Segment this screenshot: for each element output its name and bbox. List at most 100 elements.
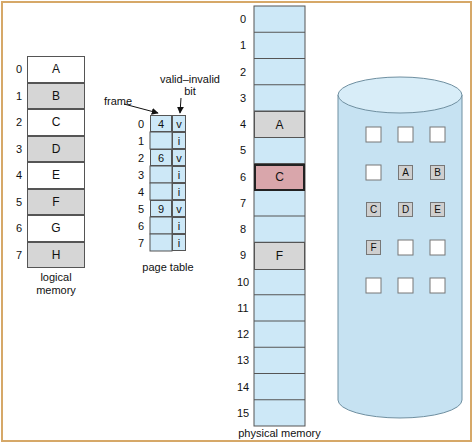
index-number: 1 — [13, 83, 25, 110]
column-label: valid–invalid bit — [154, 72, 226, 98]
outer-frame — [2, 2, 471, 441]
cell-text: i — [178, 169, 180, 181]
page-cell: F — [27, 189, 85, 216]
cell-text: v — [176, 152, 182, 164]
memory-group: page table4vi6vii9vii — [150, 115, 186, 251]
cell-text: 4 — [158, 118, 164, 130]
cell-text: i — [178, 135, 180, 147]
cell-text: i — [178, 186, 180, 198]
disk-body — [338, 95, 462, 418]
disk-block — [398, 278, 413, 293]
page-cell: C — [27, 109, 85, 136]
disk-block — [430, 278, 445, 293]
page-cell: v — [172, 115, 186, 132]
index-number: 15 — [234, 400, 252, 426]
page-cell: v — [172, 200, 186, 217]
index-number: 7 — [135, 234, 147, 251]
empty-disk-blocks — [366, 127, 445, 293]
page-cell: v — [172, 149, 186, 166]
table-cell — [150, 183, 172, 200]
cell-text: 6 — [158, 152, 164, 164]
cell-text: B — [52, 89, 60, 103]
index-number: 1 — [234, 32, 252, 58]
index-number: 10 — [234, 269, 252, 295]
memory-column — [254, 6, 305, 426]
cell-text: i — [178, 220, 180, 232]
table-cell — [150, 132, 172, 149]
index-number: 12 — [234, 321, 252, 347]
cell-text: G — [51, 221, 60, 235]
cell-text: E — [52, 168, 60, 182]
page-cell: 9 — [150, 200, 172, 217]
cell-text: F — [276, 249, 283, 263]
index-number: 5 — [135, 200, 147, 217]
index-number: 6 — [13, 215, 25, 242]
cell-text: B — [434, 167, 441, 178]
page-cell: 6 — [150, 149, 172, 166]
cell-text: C — [275, 170, 284, 184]
disk-block — [366, 127, 381, 142]
disk-block — [430, 240, 445, 255]
index-number: 6 — [234, 164, 252, 190]
cell-text: D — [402, 204, 409, 215]
page-cell: B — [27, 83, 85, 110]
group-caption: physical memory — [215, 427, 345, 440]
page-cell: A — [27, 56, 85, 83]
index-number: 2 — [234, 59, 252, 85]
page-cell: i — [172, 234, 186, 251]
cell-text: F — [370, 242, 376, 253]
cell-text: 9 — [158, 203, 164, 215]
table-cell — [150, 217, 172, 234]
disk-block — [430, 127, 445, 142]
cell-text: v — [176, 203, 182, 215]
index-number: 3 — [13, 136, 25, 163]
page-cell: i — [172, 132, 186, 149]
page-cell: E — [430, 202, 445, 217]
disk-block — [366, 278, 381, 293]
frame-divider — [254, 32, 305, 400]
cell-text: F — [52, 195, 59, 209]
page-cell: D — [27, 136, 85, 163]
index-number: 6 — [135, 217, 147, 234]
index-number: 11 — [234, 295, 252, 321]
table-cell — [150, 166, 172, 183]
cell-text: A — [402, 167, 409, 178]
page-cell: G — [27, 215, 85, 242]
page-cell: E — [27, 162, 85, 189]
index-number: 13 — [234, 347, 252, 373]
memory-frame — [254, 6, 305, 426]
index-number: 1 — [135, 132, 147, 149]
index-number: 3 — [135, 166, 147, 183]
index-number: 14 — [234, 374, 252, 400]
index-number: 3 — [234, 85, 252, 111]
index-number: 2 — [135, 149, 147, 166]
page-cell: B — [430, 165, 445, 180]
cell-text: E — [434, 204, 441, 215]
table-cell — [150, 234, 172, 251]
group-caption: page table — [128, 261, 208, 274]
cell-text: v — [176, 118, 182, 130]
leader-arrow — [180, 98, 181, 113]
page-cell: i — [172, 217, 186, 234]
page-cell: F — [366, 240, 381, 255]
index-number: 2 — [13, 109, 25, 136]
index-number: 0 — [234, 6, 252, 32]
disk-block — [398, 127, 413, 142]
index-number: frame — [100, 94, 136, 108]
index-number: 8 — [234, 216, 252, 242]
disk-top — [338, 77, 462, 113]
cell-text: A — [275, 118, 283, 132]
index-number: 5 — [13, 189, 25, 216]
cell-text: A — [52, 62, 60, 76]
page-cell: A — [254, 111, 305, 138]
disk-block — [398, 240, 413, 255]
page-cell: D — [398, 202, 413, 217]
page-cell: C — [254, 164, 305, 191]
cell-text: i — [178, 237, 180, 249]
cell-text: H — [52, 248, 61, 262]
page-cell: i — [172, 166, 186, 183]
index-number: 7 — [234, 190, 252, 216]
cell-text: C — [52, 115, 61, 129]
